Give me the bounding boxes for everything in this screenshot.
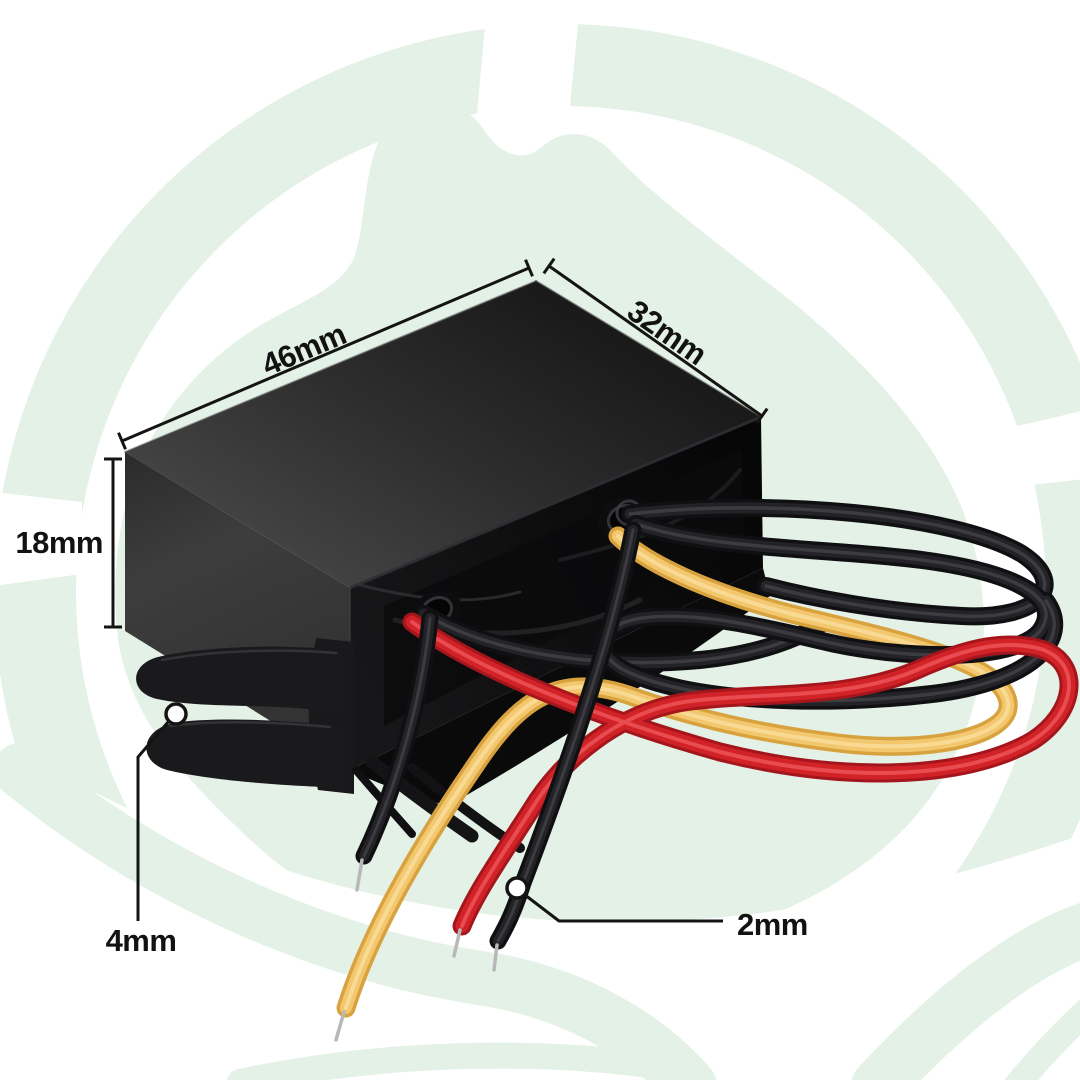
wire-black-lead-2 [489,521,642,950]
box-edge-highlight-right [535,280,762,418]
dimension-depth-tick-end [755,407,769,425]
mounting-tab-prong-lower [146,719,344,788]
box-edge-highlight-left [124,280,537,453]
ring-gap-left [0,492,82,586]
box-edge-front-top [348,415,763,590]
dimension-height-label: 18mm [15,525,103,560]
callout-wire-diameter-marker [505,876,529,900]
callout-wire-diameter-label: 2mm [737,907,808,942]
wire-black-lead-1 [355,609,439,865]
mounting-tab-prong-upper [136,646,342,714]
dimension-depth-line [548,264,763,418]
dimension-length-tick-start [117,432,127,450]
wire-shadow-strand-1 [365,755,479,843]
wire-tip-red [452,928,462,958]
wire-yellow [336,526,1018,1018]
mounting-tab-highlight-1 [160,649,338,662]
callout-wire-diameter: 2mm [505,876,808,942]
wire-harness [334,498,1079,1042]
ring-gap-top [477,4,580,116]
wire-tip-black-2 [492,943,499,972]
ring-gap-right [958,411,1080,493]
wire-black-loop-front [594,515,1064,710]
mounting-tab [136,638,354,794]
wire-black-loop-back [621,498,1054,626]
wire-tip-yellow [334,1010,346,1042]
callout-mount-slot-label: 4mm [106,923,177,958]
dimension-length-line [121,266,530,443]
dimension-depth-tick-start [542,257,556,275]
dimension-length-tick-end [524,259,534,277]
watermark-swoosh-bottom [227,1042,683,1080]
callout-mount-slot: 4mm [106,702,188,958]
watermark-swoosh-corner-a [851,902,1080,1080]
callout-mount-slot-marker [164,702,188,726]
dimension-height: 18mm [15,457,122,629]
watermark-swoosh-corner-b [1004,999,1080,1080]
watermark-white-wave [0,740,1080,1080]
wire-tip-black-1 [355,858,364,892]
mounting-tab-highlight-2 [168,721,332,729]
callout-mount-slot-leader [136,720,171,921]
box-top-face [125,281,761,588]
callout-wire-diameter-leader [524,893,723,923]
